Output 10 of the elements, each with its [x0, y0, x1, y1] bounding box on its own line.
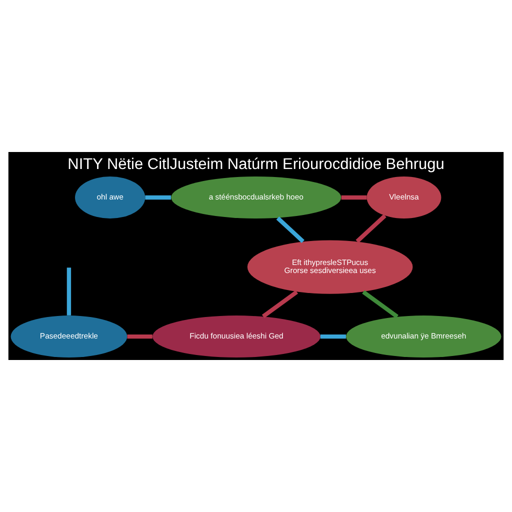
connector — [262, 290, 298, 318]
connector — [362, 290, 398, 318]
connector — [66, 268, 72, 316]
connector — [320, 334, 346, 339]
connector — [127, 334, 152, 339]
connector — [356, 214, 386, 243]
connector — [276, 216, 304, 244]
connector — [341, 195, 367, 200]
connector — [145, 195, 171, 200]
diagram-title: NITY Nëtie CitlJusteim Natúrm Eriourocdidioe Behrugu — [68, 156, 444, 174]
